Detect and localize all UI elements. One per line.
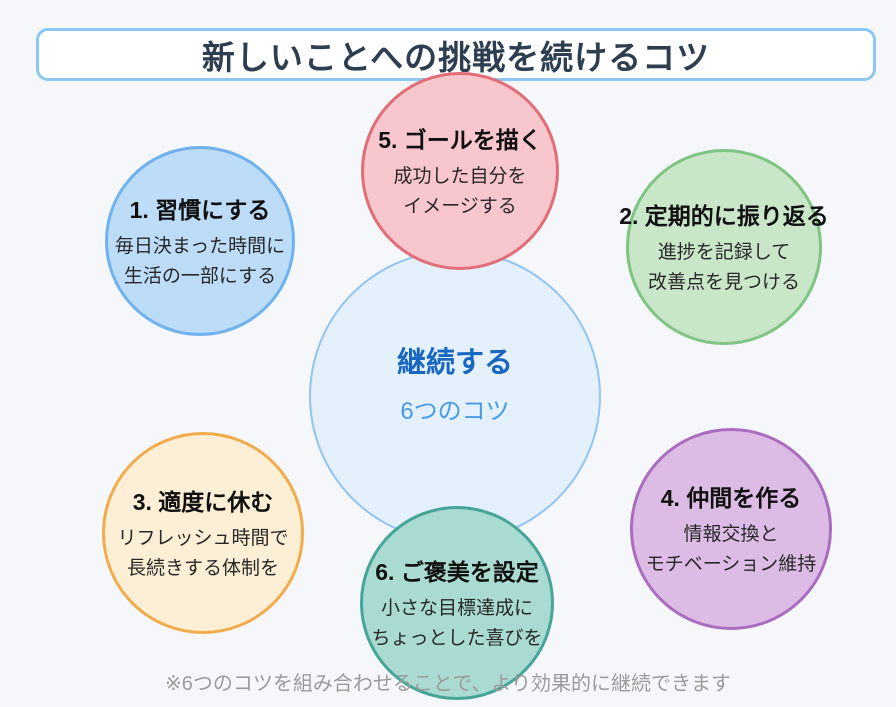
tip-body-line1: 進捗を記録して: [657, 242, 791, 264]
tip-body-line2: 長続きする体制を: [126, 557, 279, 579]
title-banner: 新しいことへの挑戦を続けるコツ: [36, 28, 876, 81]
center-circle-text: 継続する 6つのコツ: [397, 339, 513, 426]
center-circle-title: 継続する: [396, 346, 513, 379]
tip-title: 4. 仲間を作る: [660, 485, 802, 512]
tip-circle-2-review: 2. 定期的に振り返る 進捗を記録して 改善点を見つける: [619, 149, 829, 345]
tip-title: 5. ゴールを描く: [378, 127, 542, 154]
tip-body-line2: ちょっとした喜びを: [371, 627, 543, 649]
tip-body-line1: 情報交換と: [683, 524, 779, 546]
tip-circle-6-reward: 6. ご褒美を設定 小さな目標達成に ちょっとした喜びを: [360, 506, 554, 700]
tip-circle-5-goal: 5. ゴールを描く 成功した自分を イメージする: [361, 72, 559, 270]
tip-body-line1: 小さな目標達成に: [380, 598, 533, 620]
tip-body-line2: イメージする: [403, 195, 517, 217]
tip-circle-3-rest: 3. 適度に休む リフレッシュ時間で 長続きする体制を: [102, 432, 304, 634]
tip-title: 1. 習慣にする: [129, 197, 271, 224]
center-circle: 継続する 6つのコツ: [309, 250, 601, 542]
tip-title: 2. 定期的に振り返る: [619, 203, 829, 230]
footer-note: ※6つのコツを組み合わせることで、より効果的に継続できます: [164, 673, 732, 695]
tip-body-line1: 毎日決まった時間に: [114, 236, 286, 258]
tip-body-line2: 改善点を見つける: [647, 271, 800, 293]
tip-body-line2: モチベーション維持: [645, 553, 817, 575]
page-title: 新しいことへの挑戦を続けるコツ: [201, 38, 711, 76]
tip-title: 6. ご褒美を設定: [375, 559, 539, 586]
tip-circle-1-habit: 1. 習慣にする 毎日決まった時間に 生活の一部にする: [105, 146, 295, 336]
tip-title: 3. 適度に休む: [132, 489, 274, 516]
tip-body-line1: リフレッシュ時間で: [117, 528, 289, 550]
center-circle-subtitle: 6つのコツ: [400, 397, 510, 425]
tip-circle-4-friends: 4. 仲間を作る 情報交換と モチベーション維持: [630, 428, 832, 630]
tip-body-line1: 成功した自分を: [393, 166, 527, 188]
tip-body-line2: 生活の一部にする: [123, 265, 277, 287]
